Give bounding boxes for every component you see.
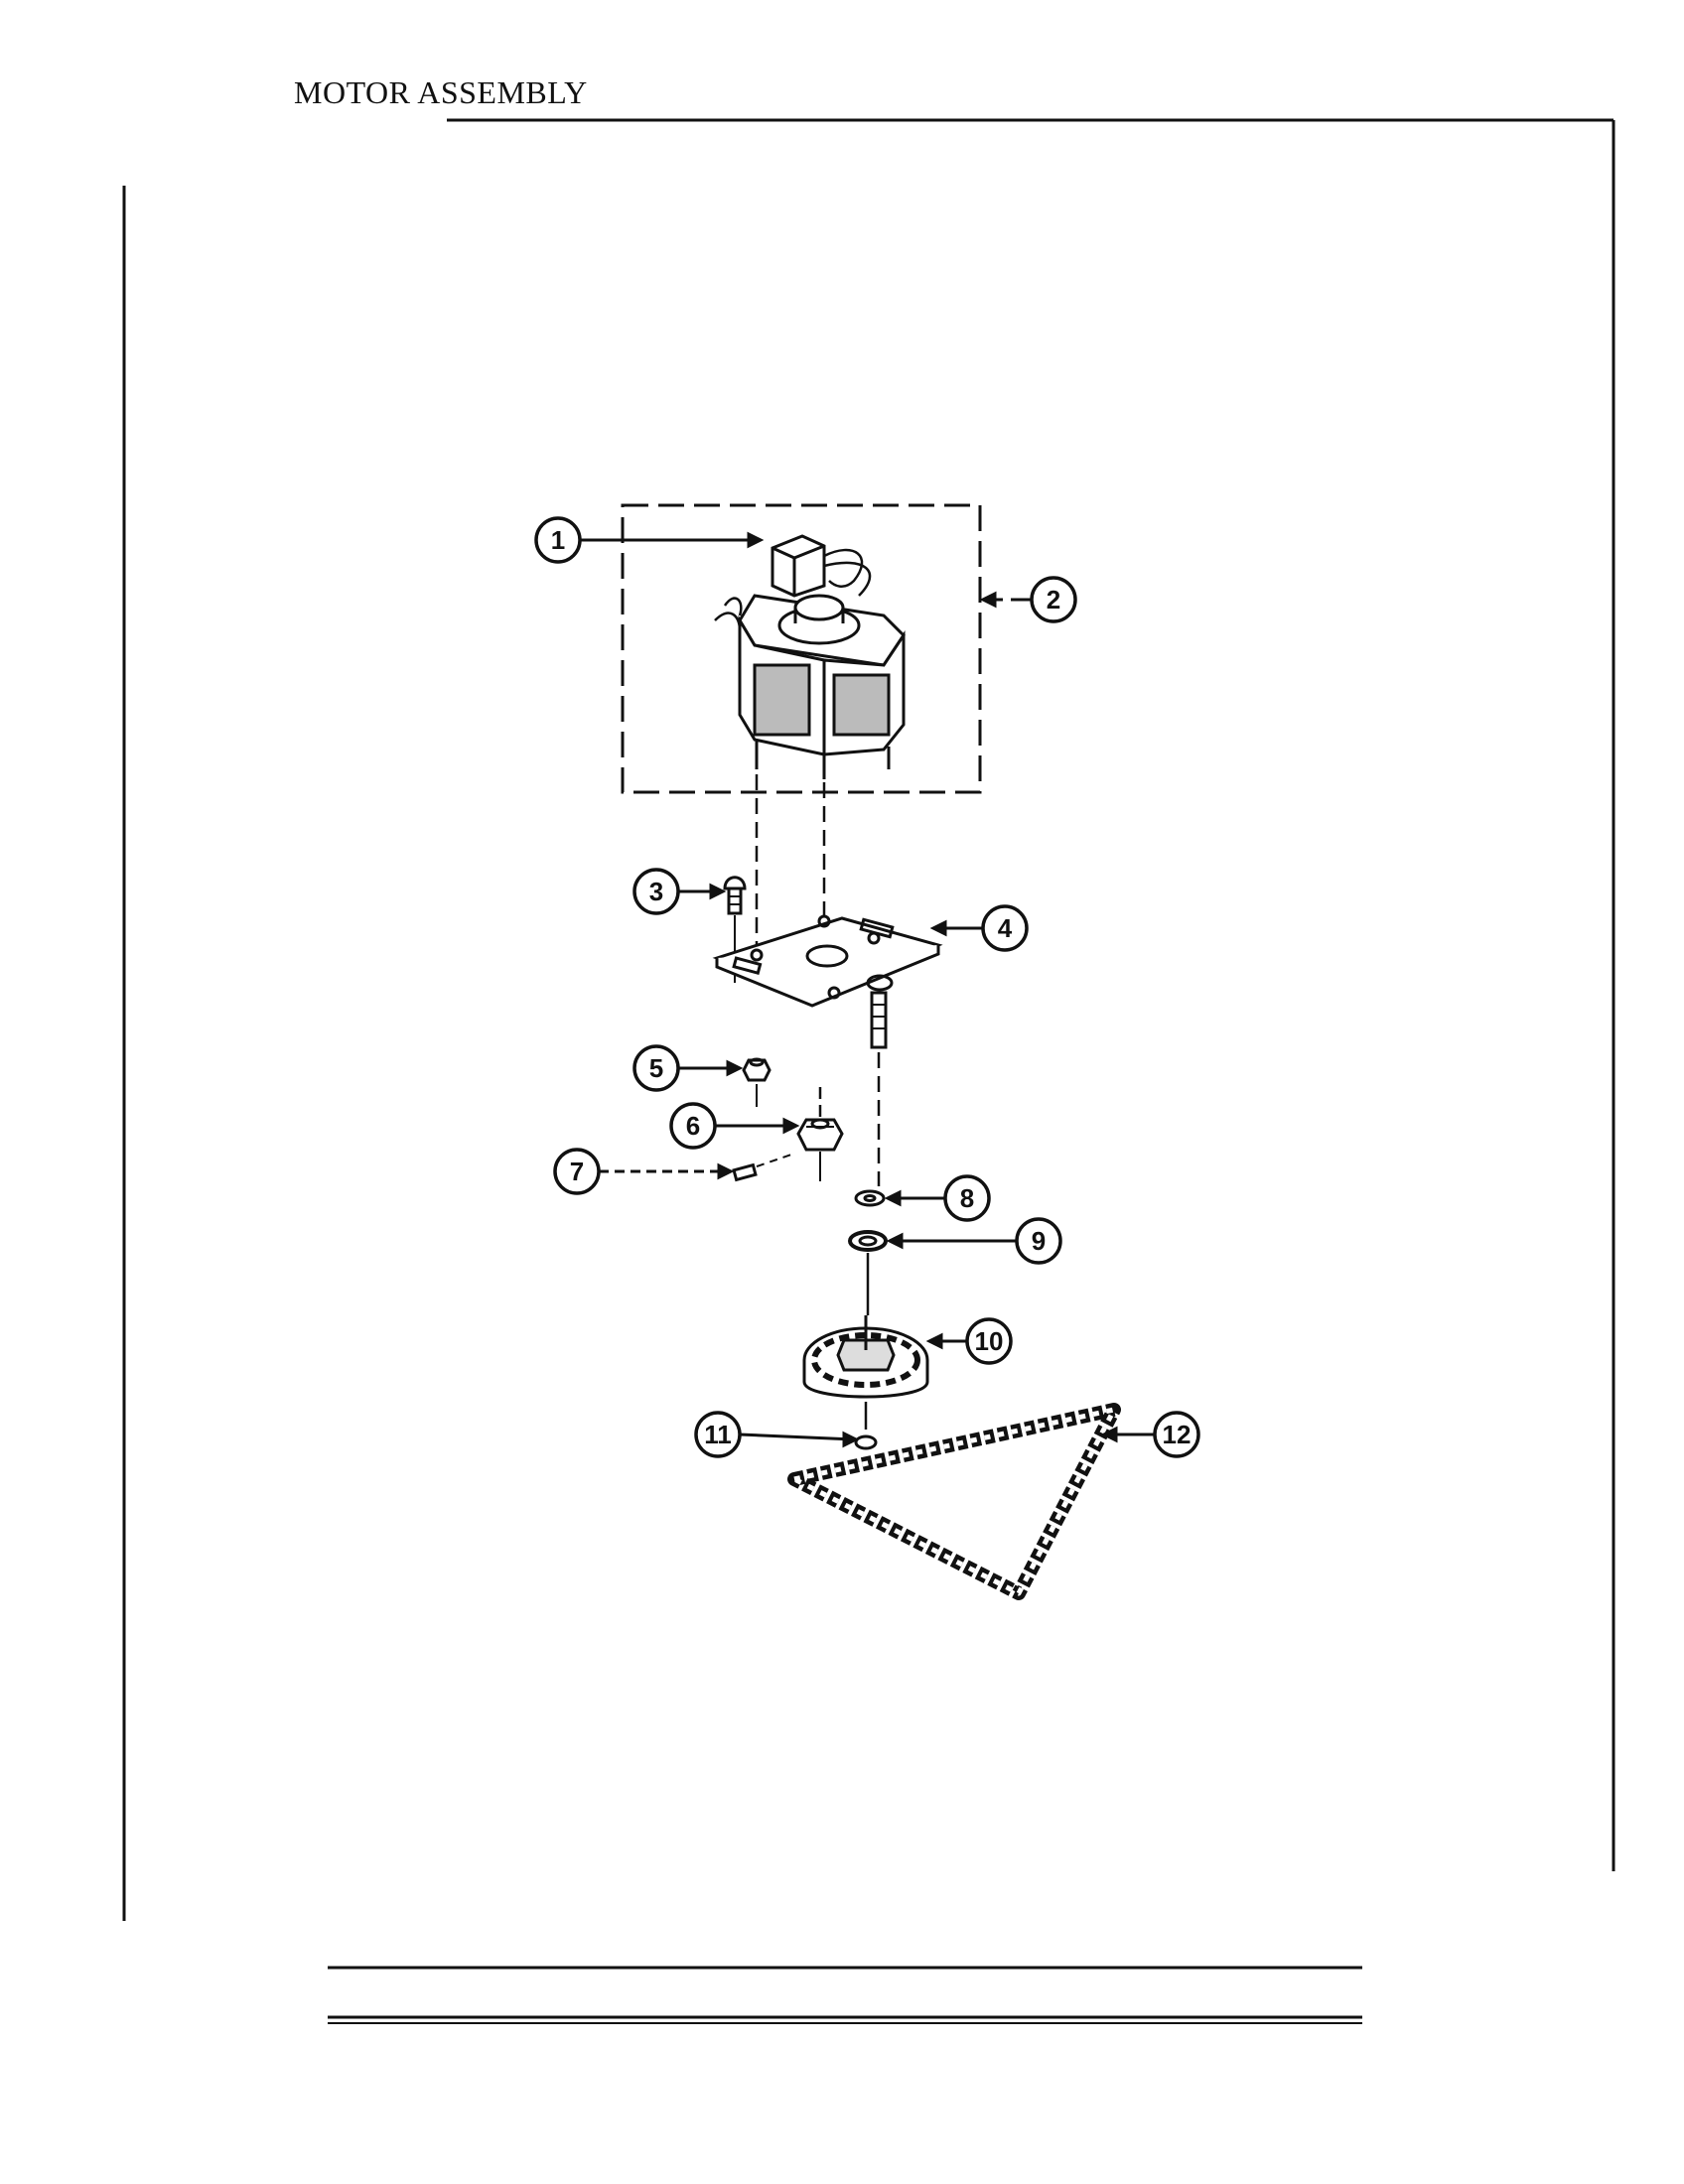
callout-circle-3 bbox=[632, 868, 680, 915]
callout-label-1: 1 bbox=[551, 525, 565, 555]
callout-circle-8 bbox=[943, 1174, 991, 1222]
page-frame bbox=[122, 118, 1615, 2024]
stud-part bbox=[870, 991, 888, 1049]
callout-label-7: 7 bbox=[570, 1157, 584, 1186]
callout-label-3: 3 bbox=[649, 877, 663, 906]
leader-lines bbox=[580, 531, 1155, 1448]
callout-circle-7 bbox=[553, 1148, 601, 1195]
page-title: MOTOR ASSEMBLY bbox=[294, 74, 588, 110]
motor-part bbox=[714, 594, 906, 779]
callout-circle-5 bbox=[632, 1044, 680, 1092]
callout-circle-12 bbox=[1153, 1411, 1200, 1458]
callout-circle-4 bbox=[981, 904, 1029, 952]
chain-part bbox=[787, 1403, 1121, 1600]
retainer-part bbox=[854, 1434, 878, 1450]
callout-circle-6 bbox=[669, 1102, 717, 1150]
callout-label-6: 6 bbox=[686, 1111, 700, 1141]
callout-label-8: 8 bbox=[960, 1183, 974, 1213]
callout-circle-9 bbox=[1015, 1217, 1062, 1265]
hub-part bbox=[796, 1087, 844, 1181]
callout-label-9: 9 bbox=[1032, 1226, 1046, 1256]
callout-label-11: 11 bbox=[704, 1420, 732, 1449]
connector-part bbox=[771, 534, 872, 598]
callout-circle-11 bbox=[694, 1411, 742, 1458]
callout-circle-1 bbox=[534, 516, 582, 564]
callout-label-2: 2 bbox=[1047, 585, 1060, 614]
set-screw-part bbox=[732, 1153, 795, 1182]
callout-circle-2 bbox=[1030, 576, 1077, 623]
callout-label-10: 10 bbox=[975, 1326, 1004, 1356]
mounting-plate-part bbox=[712, 914, 943, 1008]
washer-part bbox=[854, 1189, 886, 1207]
bearing-part bbox=[848, 1230, 888, 1315]
callout-circle-10 bbox=[965, 1317, 1013, 1365]
callout-label-5: 5 bbox=[649, 1053, 663, 1083]
callout-label-12: 12 bbox=[1163, 1420, 1192, 1449]
sprocket-part bbox=[802, 1315, 929, 1430]
callout-label-4: 4 bbox=[998, 913, 1013, 943]
motor-assembly-boundary bbox=[621, 503, 982, 794]
nut-part bbox=[742, 1057, 772, 1107]
